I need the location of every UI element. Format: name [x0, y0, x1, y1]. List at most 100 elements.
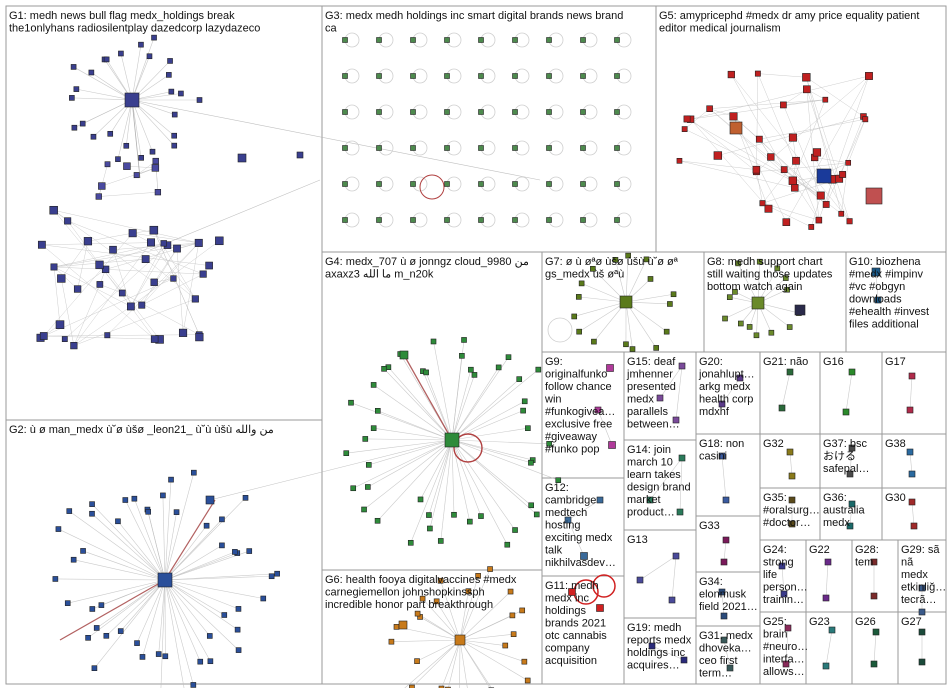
group-label-line: G6: health fooya digitalvaccines #medx: [325, 574, 517, 586]
g2-vertex: [66, 508, 73, 514]
g23-vertex: [822, 662, 830, 670]
g2-vertex: [98, 602, 105, 608]
group-label-line: G18: non: [699, 438, 744, 450]
g3-vertex: [410, 217, 416, 223]
group-label-line: mdxhf: [699, 406, 730, 418]
g1-core-vertex: [194, 238, 203, 247]
group-label-line: G33: [699, 520, 720, 532]
g5-edge: [818, 75, 870, 221]
group-label-line: casini: [699, 451, 727, 463]
g1-core-vertex: [195, 332, 204, 342]
g1-upper-edge: [131, 99, 142, 158]
group-label-line: product…: [627, 507, 675, 519]
g2-vertex: [242, 495, 249, 501]
g4-vertex: [348, 399, 354, 406]
g3-vertex: [580, 217, 586, 223]
g1-core-edge: [141, 242, 199, 306]
g6-vertex: [414, 658, 420, 664]
g1-core-edge: [105, 269, 204, 275]
g5-edge: [690, 75, 870, 120]
g1-core-edge: [43, 278, 174, 337]
group-cell-g2: [5, 419, 323, 685]
group-label-line: jonahlupt…: [698, 369, 755, 381]
g6-edge: [459, 639, 506, 646]
g4-vertex: [370, 382, 377, 388]
g28-vertex: [870, 558, 878, 566]
g1-core-vertex: [61, 336, 68, 342]
g19-vertex: [680, 656, 688, 664]
g6-edge: [459, 639, 492, 688]
g19-vertex: [648, 642, 656, 650]
group-label-line: between…: [627, 419, 680, 431]
g24-vertex: [780, 590, 788, 598]
g2-vertex: [235, 647, 242, 653]
g5-vertex: [706, 105, 713, 112]
g1-upper-vertex: [151, 34, 157, 41]
group-label-line: G5: amypricephd #medx dr amy price equal…: [659, 10, 919, 22]
g6-edge: [459, 568, 491, 641]
g2-vertex: [246, 548, 253, 554]
g4-edge: [373, 427, 453, 441]
g2-edge: [136, 579, 166, 644]
g27-vertex: [918, 658, 926, 666]
group-label-line: #oralsurg…: [763, 505, 820, 517]
g2-edge: [91, 513, 166, 581]
g5-vertex: [865, 187, 883, 205]
g4-edge: [451, 369, 472, 441]
g7-vertex: [571, 313, 578, 320]
g4-edge: [428, 439, 453, 516]
g3-vertex: [512, 73, 518, 79]
g2-edge: [164, 551, 235, 581]
g19-edge: [651, 645, 685, 661]
g2-edge: [164, 579, 194, 686]
g7-edge: [574, 301, 627, 317]
g2-vertex: [268, 573, 275, 580]
group-label-line: G13: [627, 534, 648, 546]
g5-vertex: [838, 210, 845, 217]
group-label-line: safepal…: [823, 463, 869, 475]
g1-core-vertex: [127, 302, 135, 311]
g1-upper-hub: [124, 92, 140, 108]
group-label-line: G11: medh: [545, 580, 599, 592]
g1-upper-edge: [131, 99, 175, 146]
g37-vertex: [846, 470, 854, 478]
g15-vertex: [678, 362, 686, 370]
g2-vertex: [89, 501, 95, 507]
g4-edge: [433, 341, 453, 441]
g3-vertex: [580, 181, 586, 187]
group-label-line: brain: [763, 629, 787, 641]
g1-core-vertex: [173, 244, 181, 253]
g6-vertex: [465, 588, 472, 594]
g3-vertex: [478, 145, 484, 151]
group-label-line: bottom watch again: [707, 281, 802, 293]
g1-core-edge: [130, 245, 168, 307]
g1-upper-vertex: [171, 142, 178, 149]
g2-edge: [94, 579, 166, 669]
group-label-line: G14: join: [627, 444, 671, 456]
g7-hub: [619, 295, 633, 309]
g31-vertex: [726, 664, 734, 672]
g7-edge: [593, 301, 627, 342]
g7-vertex: [590, 266, 596, 272]
g2-vertex: [234, 626, 241, 633]
g2-edge: [120, 579, 166, 632]
g2-edge: [106, 579, 166, 637]
g13-edge: [671, 555, 677, 601]
g5-edge: [806, 77, 864, 117]
g3-vertex: [342, 37, 348, 43]
group-label-line: follow chance: [545, 381, 612, 393]
g1-upper-edge: [82, 99, 133, 124]
g2-edge: [160, 579, 166, 688]
g8-vertex: [732, 289, 738, 295]
g14-vertex: [678, 454, 686, 462]
g1-core-edge: [153, 230, 200, 335]
group-label-line: G34:: [699, 576, 723, 588]
group-label-line: elonmusk: [699, 589, 747, 601]
g21-edge: [781, 371, 791, 409]
g2-edge: [164, 552, 238, 581]
g4-vertex: [365, 462, 372, 468]
g2-vertex: [197, 658, 204, 665]
g6-edge: [459, 639, 468, 688]
g1-upper-vertex: [149, 148, 156, 155]
